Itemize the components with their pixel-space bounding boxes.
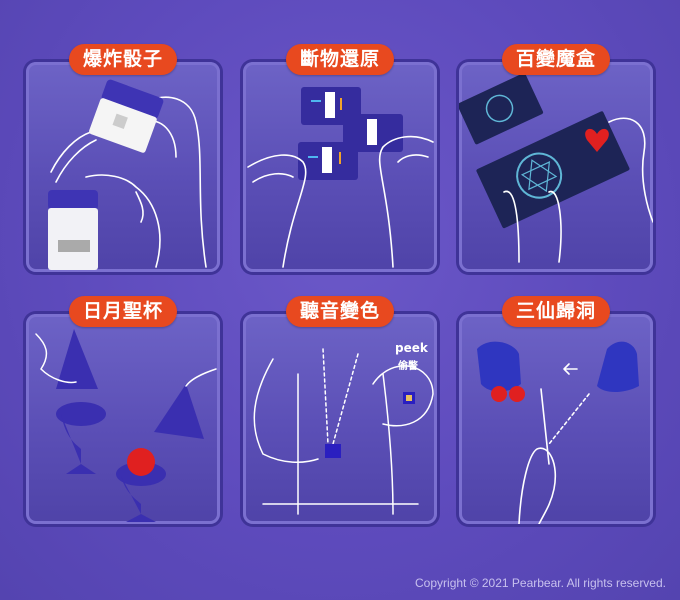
restore-box-illustration [243,62,437,272]
card-label: 三仙歸洞 [501,296,611,327]
exploding-dice-illustration [26,62,220,272]
card-label: 斷物還原 [285,44,395,75]
color-sense-illustration [243,314,437,524]
card-exploding-dice: 爆炸骰子 [26,44,220,272]
card-label: 百變魔盒 [501,44,611,75]
card-label: 爆炸骰子 [68,44,178,75]
card-color-sense: peek 偷瞥 聽音變色 [243,296,437,524]
card-label: 日月聖杯 [68,296,178,327]
copyright-footer: Copyright © 2021 Pearbear. All rights re… [415,576,666,590]
peek-label-zh: 偷瞥 [398,361,418,372]
ball-vase-illustration [26,314,220,524]
card-label: 聽音變色 [285,296,395,327]
card-box-illustration [459,62,653,272]
cups-and-balls-illustration [459,314,653,524]
card-restore-box: 斷物還原 [243,44,437,272]
card-card-box: 百變魔盒 [459,44,653,272]
card-cups-and-balls: 三仙歸洞 [459,296,653,524]
peek-label: peek [395,341,428,355]
card-ball-vase: 日月聖杯 [26,296,220,524]
